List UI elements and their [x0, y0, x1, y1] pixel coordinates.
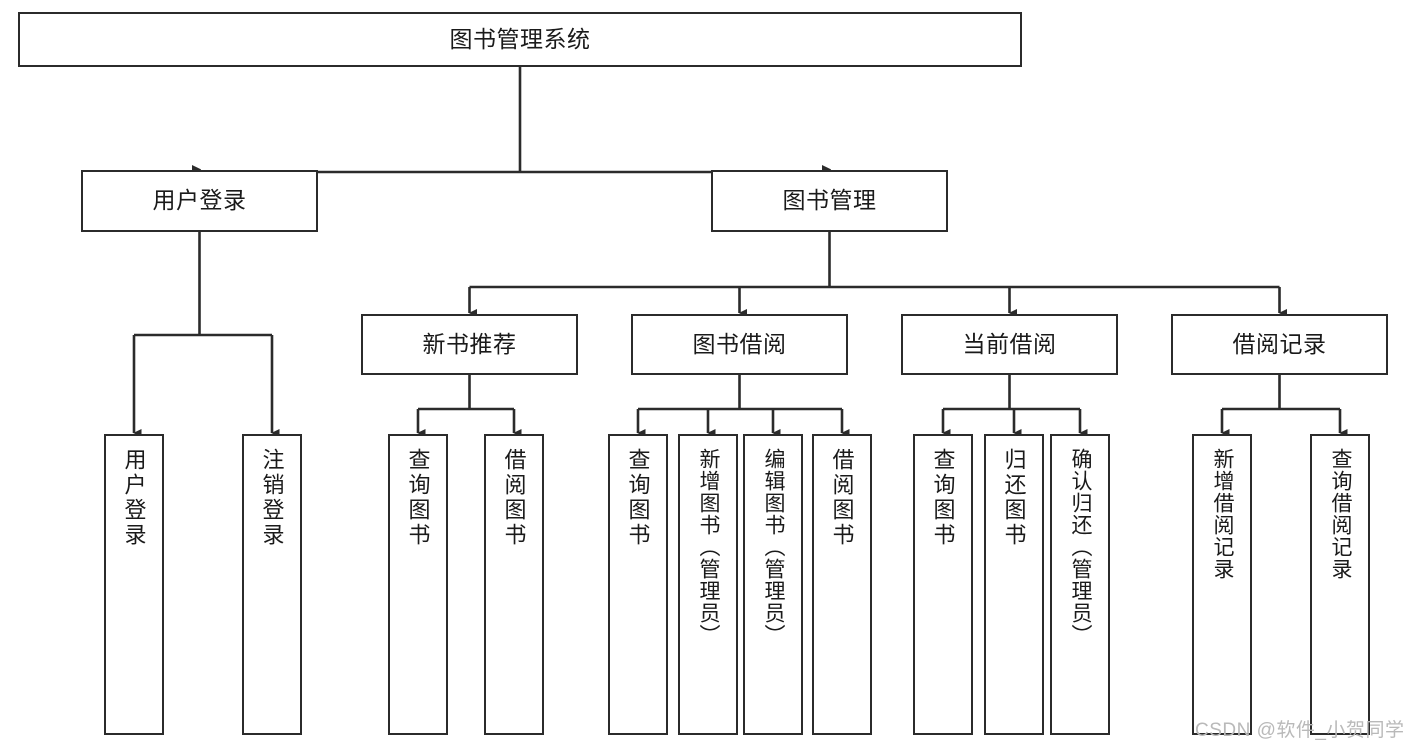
node-leaf-confirm-return[interactable]: 确认归还（管理员）	[1050, 434, 1110, 735]
node-book-borrow[interactable]: 图书借阅	[631, 314, 848, 375]
node-leaf-query-book-2-label: 查询图书	[625, 448, 651, 548]
node-leaf-confirm-return-label: 确认归还（管理员）	[1069, 448, 1093, 646]
node-book-manage[interactable]: 图书管理	[711, 170, 948, 232]
node-current-borrow[interactable]: 当前借阅	[901, 314, 1118, 375]
node-leaf-edit-book[interactable]: 编辑图书（管理员）	[743, 434, 803, 735]
node-leaf-user-logout[interactable]: 注销登录	[242, 434, 302, 735]
node-new-book-recommend-label: 新书推荐	[422, 330, 517, 357]
node-new-book-recommend[interactable]: 新书推荐	[361, 314, 578, 375]
node-leaf-borrow-book-2-label: 借阅图书	[829, 448, 855, 548]
node-user-login-label: 用户登录	[152, 187, 247, 214]
node-leaf-add-borrow-record[interactable]: 新增借阅记录	[1192, 434, 1252, 735]
node-book-borrow-label: 图书借阅	[692, 330, 787, 357]
node-leaf-borrow-book-1-label: 借阅图书	[501, 448, 527, 548]
node-leaf-add-book-label: 新增图书（管理员）	[697, 448, 721, 646]
node-leaf-borrow-book-2[interactable]: 借阅图书	[812, 434, 872, 735]
node-borrow-record[interactable]: 借阅记录	[1171, 314, 1388, 375]
node-leaf-user-login-label: 用户登录	[121, 448, 147, 548]
node-leaf-query-book-3[interactable]: 查询图书	[913, 434, 973, 735]
node-leaf-return-book[interactable]: 归还图书	[984, 434, 1044, 735]
node-leaf-return-book-label: 归还图书	[1001, 448, 1027, 548]
node-leaf-query-book-1-label: 查询图书	[405, 448, 431, 548]
node-leaf-query-book-3-label: 查询图书	[930, 448, 956, 548]
node-root-label: 图书管理系统	[449, 25, 591, 52]
node-leaf-edit-book-label: 编辑图书（管理员）	[762, 448, 786, 646]
node-leaf-user-login[interactable]: 用户登录	[104, 434, 164, 735]
node-leaf-query-book-1[interactable]: 查询图书	[388, 434, 448, 735]
node-leaf-query-book-2[interactable]: 查询图书	[608, 434, 668, 735]
node-leaf-borrow-book-1[interactable]: 借阅图书	[484, 434, 544, 735]
node-leaf-query-borrow-record[interactable]: 查询借阅记录	[1310, 434, 1370, 735]
node-book-manage-label: 图书管理	[782, 187, 877, 214]
csdn-watermark: CSDN @软件_小贺同学	[1195, 720, 1405, 741]
node-user-login[interactable]: 用户登录	[81, 170, 318, 232]
node-leaf-user-logout-label: 注销登录	[259, 448, 285, 548]
node-leaf-add-borrow-record-label: 新增借阅记录	[1211, 448, 1235, 580]
node-current-borrow-label: 当前借阅	[962, 330, 1057, 357]
edges-group	[132, 67, 1348, 438]
node-leaf-add-book[interactable]: 新增图书（管理员）	[678, 434, 738, 735]
node-leaf-query-borrow-record-label: 查询借阅记录	[1329, 448, 1353, 580]
node-borrow-record-label: 借阅记录	[1232, 330, 1327, 357]
node-root[interactable]: 图书管理系统	[18, 12, 1022, 67]
